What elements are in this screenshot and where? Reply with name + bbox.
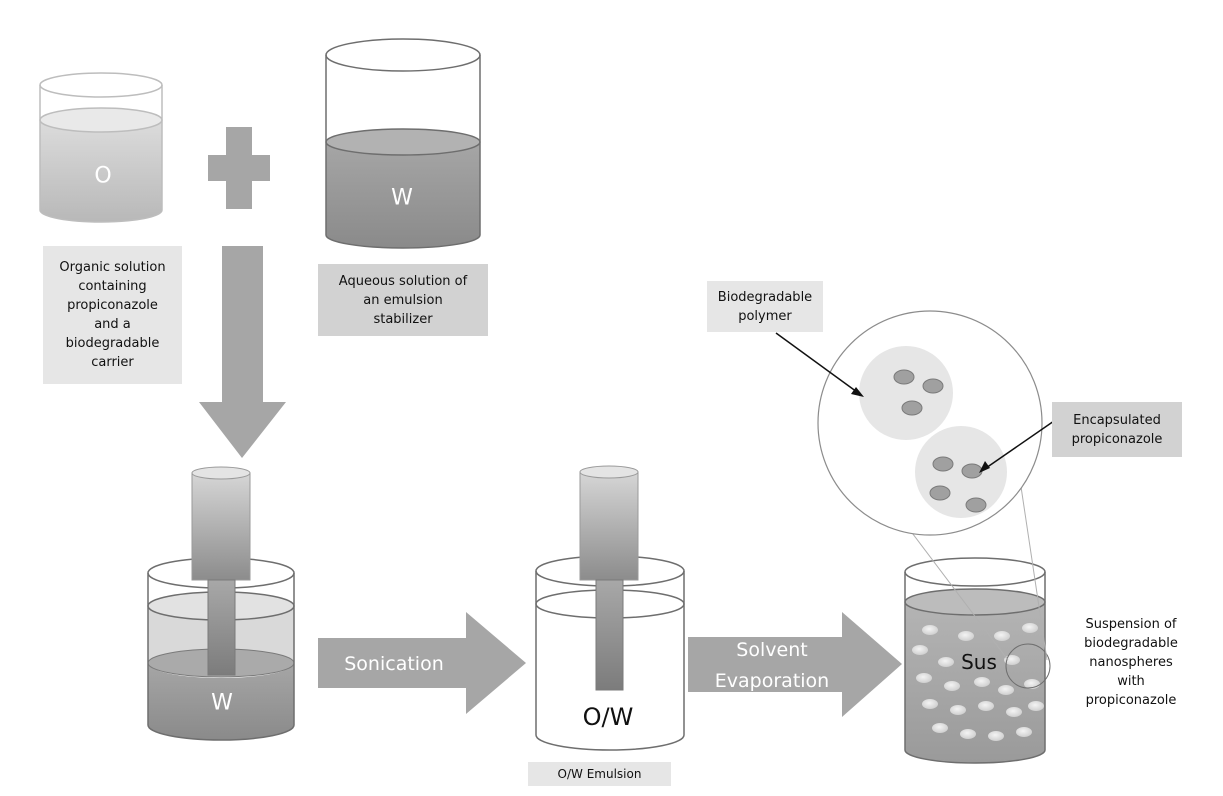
aqueous-beaker [325,38,481,249]
polymer-sphere [859,346,953,440]
particle [901,400,923,416]
suspension-caption: Suspension of biodegradable nanospheres … [1064,603,1198,721]
sonication-beaker [147,466,295,741]
organic-phase-label: O [94,163,112,189]
emulsion-beaker [535,465,685,751]
encapsulated-caption: Encapsulated propiconazole [1052,402,1182,457]
polymer-pointer [775,332,864,397]
particle [961,463,983,479]
caption-line: with [1117,673,1145,689]
emulsion-caption: O/W Emulsion [528,762,671,786]
caption-line: Biodegradable [717,289,813,305]
caption-line: polymer [738,308,792,324]
evaporation-arrow-label-line2: Evaporation [714,670,830,692]
magnifier [817,310,1048,661]
caption-line: an emulsion [363,292,443,308]
sonication-phase-label: W [211,690,233,716]
caption-line: containing [78,279,147,294]
caption-line: nanospheres [1089,654,1173,670]
caption-line: biodegradable [1084,635,1178,651]
aqueous-solution-caption: Aqueous solution of an emulsion stabiliz… [318,264,488,336]
sonication-arrow-label: Sonication [344,653,444,675]
suspension-beaker [904,557,1051,764]
caption-line: propiconazole [1071,431,1163,447]
caption-line: carrier [91,355,134,370]
caption-line: O/W Emulsion [557,766,642,781]
caption-line: stabilizer [373,311,433,327]
particle [893,369,915,385]
caption-line: biodegradable [65,336,160,351]
evaporation-arrow [688,612,902,717]
polymer-sphere [915,426,1007,518]
propiconazole-pointer [979,420,1055,473]
down-arrow-icon [199,246,286,458]
plus-icon [208,127,270,209]
caption-line: Organic solution [59,260,166,275]
caption-line: Encapsulated [1073,412,1161,428]
caption-line: Aqueous solution of [338,273,468,289]
sonication-arrow [318,612,526,714]
particle [929,485,951,501]
particle [922,378,944,394]
suspension-phase-label: Sus [961,650,997,674]
caption-line: propiconazole [1085,692,1177,708]
caption-line: and a [94,317,131,332]
particle [932,456,954,472]
organic-beaker [39,72,163,223]
caption-line: Suspension of [1085,616,1177,632]
nanosphere-group [912,623,1044,741]
evaporation-arrow-label-line1: Solvent [736,639,808,661]
aqueous-phase-label: W [391,185,413,211]
emulsion-phase-label: O/W [582,703,634,731]
caption-line: propiconazole [67,298,158,313]
organic-solution-caption: Organic solution containing propiconazol… [43,246,182,384]
polymer-caption: Biodegradable polymer [707,281,823,332]
particle [965,497,987,513]
